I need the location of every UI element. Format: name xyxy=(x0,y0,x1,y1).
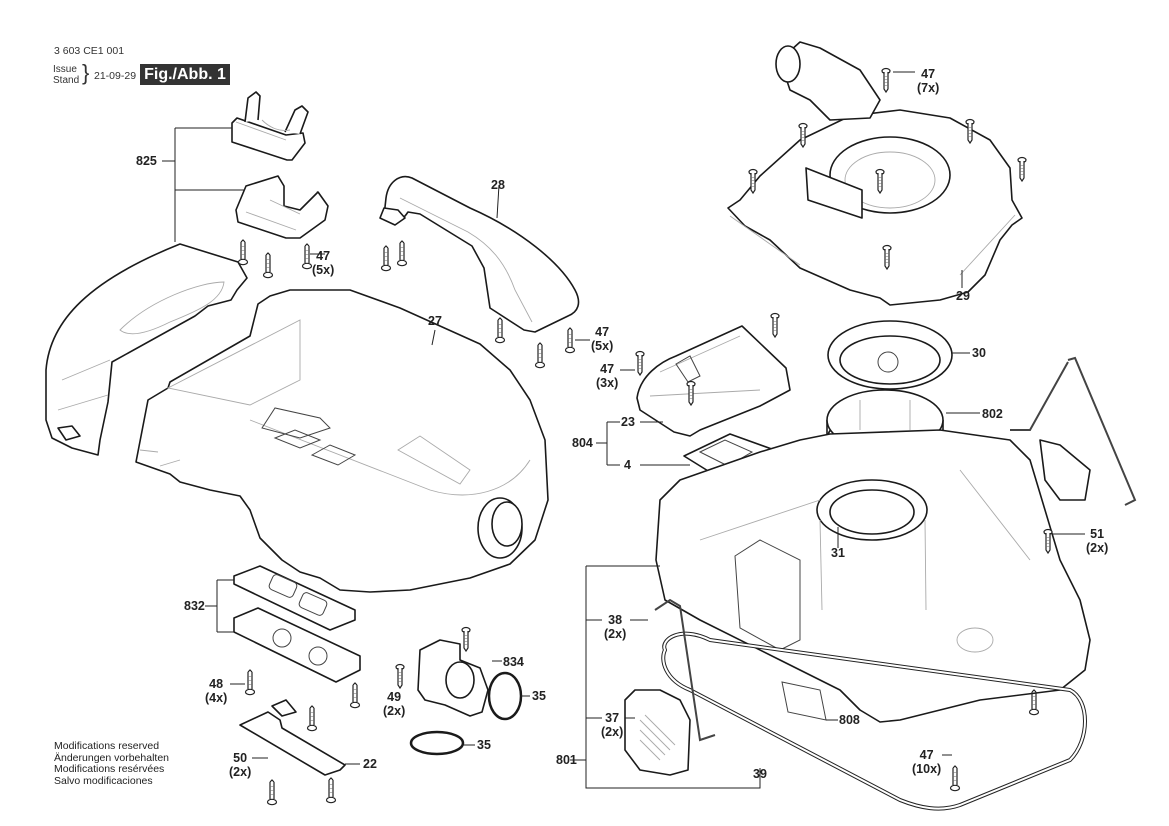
screw-47 xyxy=(262,252,274,279)
part-38-wire-clip xyxy=(1067,356,1137,506)
screw-47 xyxy=(635,350,645,376)
part-834-outlet-nozzle xyxy=(417,639,489,717)
part-825-clip-upper xyxy=(231,91,309,161)
part-832-keypad-membrane xyxy=(233,565,356,631)
callout-30: 30 xyxy=(972,346,986,360)
document-number: 3 603 CE1 001 xyxy=(54,45,125,57)
part-35-o-ring xyxy=(409,730,465,756)
screw-47 xyxy=(237,239,249,266)
part-825-lid xyxy=(45,243,248,456)
callout-29: 29 xyxy=(956,289,970,303)
callout-49-2x: 49(2x) xyxy=(383,690,406,718)
part-27-top-housing xyxy=(135,289,549,593)
screw-47 xyxy=(396,240,408,267)
notice-de: Änderungen vorbehalten xyxy=(54,751,170,764)
callout-48-4x: 48(4x) xyxy=(205,677,228,705)
screw-47 xyxy=(301,243,313,270)
screw-49 xyxy=(461,626,471,652)
callout-39: 39 xyxy=(753,767,767,781)
screw-47 xyxy=(949,765,961,792)
screw-50 xyxy=(325,777,337,804)
callout-31: 31 xyxy=(831,546,845,560)
part-38-wire-clip xyxy=(654,598,716,742)
screw-49 xyxy=(395,663,405,689)
callout-801: 801 xyxy=(556,753,577,767)
callout-47-7x: 47(7x) xyxy=(917,67,940,95)
screw-48 xyxy=(306,705,318,732)
modifications-notice: Modifications reserved Änderungen vorbeh… xyxy=(54,740,170,787)
callout-27: 27 xyxy=(428,314,442,328)
callout-23: 23 xyxy=(621,415,635,429)
callout-28: 28 xyxy=(491,178,505,192)
notice-en: Modifications reserved xyxy=(54,740,160,752)
leader-27 xyxy=(431,329,436,346)
screw-47 xyxy=(1017,156,1027,182)
brace-symbol: } xyxy=(82,60,90,85)
part-29-blower-housing xyxy=(727,41,1023,306)
stand-label: Stand xyxy=(53,75,80,86)
part-22-keypad-circuit-board xyxy=(239,699,346,776)
bracket-825 xyxy=(162,127,245,242)
issue-date: 21-09-29 xyxy=(94,70,137,82)
callout-4: 4 xyxy=(624,458,631,472)
callout-47-3x: 47(3x) xyxy=(596,362,619,390)
bracket-804 xyxy=(596,421,690,466)
notice-fr: Modifications resérvées xyxy=(54,763,165,776)
callout-834: 834 xyxy=(503,655,524,669)
leader-28 xyxy=(496,184,500,219)
bracket-801 xyxy=(570,565,761,789)
part-35-o-ring xyxy=(487,671,523,721)
callout-802: 802 xyxy=(982,407,1003,421)
part-30-seal-ring xyxy=(827,320,953,390)
part-lower-housing xyxy=(655,429,1091,723)
callout-50-2x: 50(2x) xyxy=(229,751,252,779)
screw-48 xyxy=(244,669,256,696)
part-28-handle xyxy=(379,175,580,333)
callout-37-2x: 37(2x) xyxy=(601,711,624,739)
callout-51-2x: 51(2x) xyxy=(1086,527,1109,555)
part-808-label xyxy=(781,681,827,721)
part-23-electronics-cover xyxy=(636,325,791,437)
issue-label: Issue xyxy=(53,64,77,75)
callout-35: 35 xyxy=(477,738,491,752)
screw-47 xyxy=(881,67,891,93)
screw-50 xyxy=(266,779,278,806)
callout-825: 825 xyxy=(136,154,157,168)
issue-stand-label: Issue Stand xyxy=(53,64,79,86)
figure-badge: Fig./Abb. 1 xyxy=(140,64,230,85)
callout-47-5x: 47(5x) xyxy=(591,325,614,353)
callout-804: 804 xyxy=(572,436,593,450)
screw-48 xyxy=(349,682,361,709)
part-37-filter-cap xyxy=(624,689,691,776)
callout-832: 832 xyxy=(184,599,205,613)
callout-35: 35 xyxy=(532,689,546,703)
notice-es: Salvo modificaciones xyxy=(54,774,153,787)
screw-47 xyxy=(534,342,546,369)
screw-47 xyxy=(564,327,576,354)
callout-38-2x: 38(2x) xyxy=(604,613,627,641)
callout-808: 808 xyxy=(839,713,860,727)
callout-47-5x: 47(5x) xyxy=(312,249,335,277)
bracket-832 xyxy=(205,579,234,633)
callout-22: 22 xyxy=(363,757,377,771)
screw-47 xyxy=(380,245,392,272)
callout-47-10x: 47(10x) xyxy=(912,748,942,776)
part-latch-right xyxy=(1039,439,1091,501)
screw-47 xyxy=(494,317,506,344)
leader-50-22 xyxy=(252,757,360,765)
part-825-clip-lower xyxy=(235,175,329,239)
screw-47 xyxy=(770,312,780,338)
